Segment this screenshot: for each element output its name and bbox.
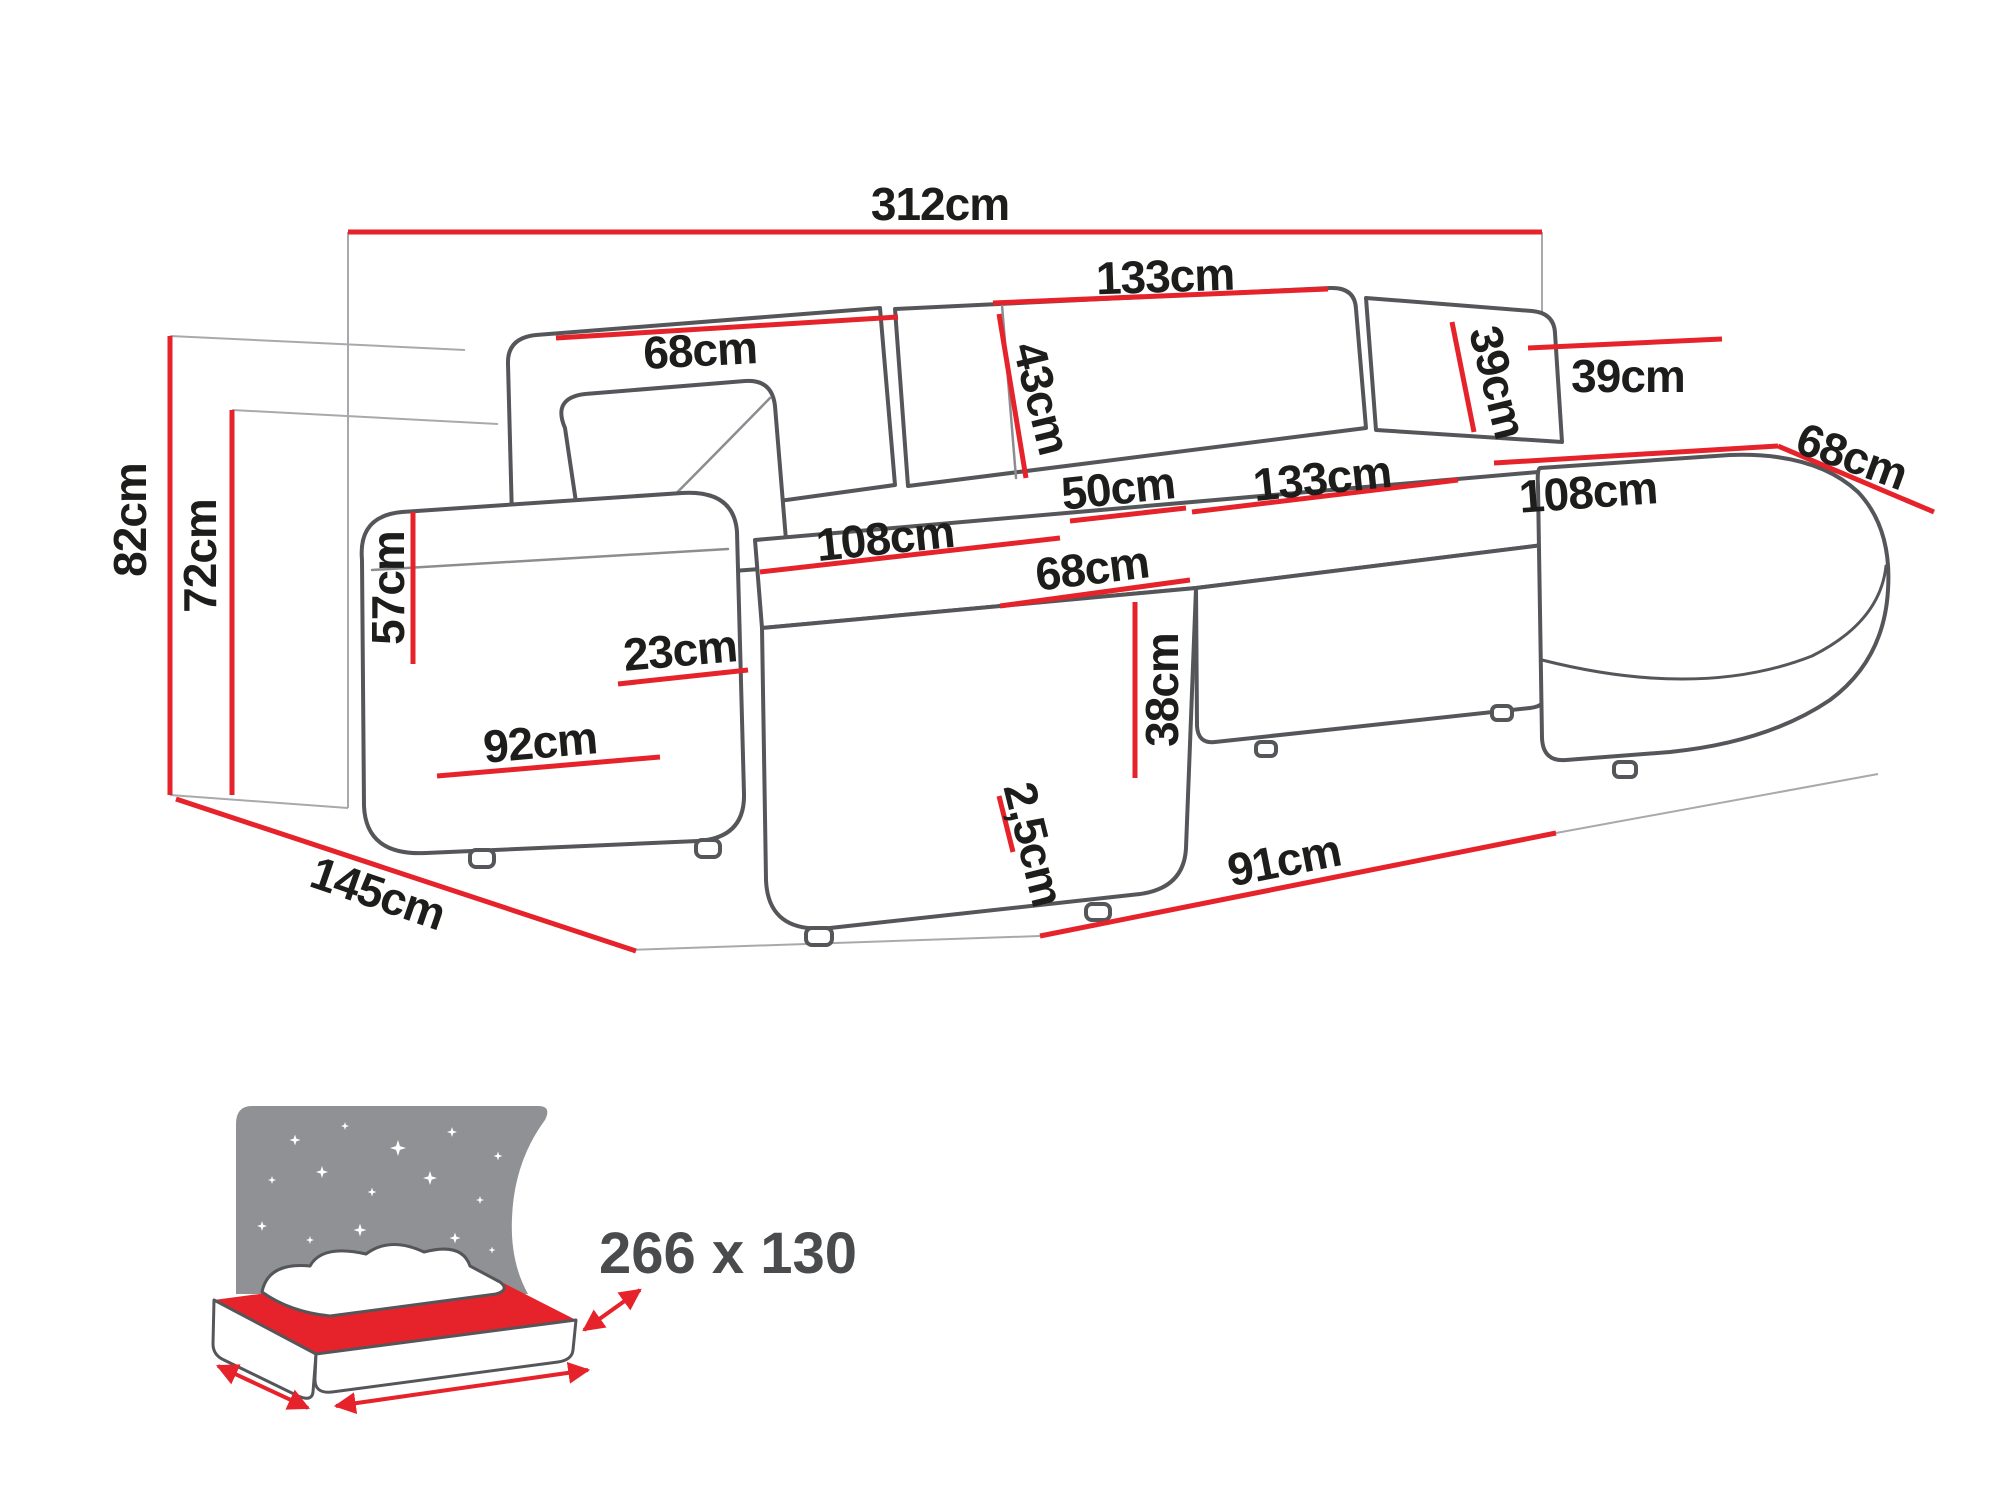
dim-right-back-width: 39cm	[1571, 350, 1686, 402]
dim-armrest-width: 23cm	[621, 619, 739, 681]
sofa-outline	[359, 285, 1891, 947]
construction-lines	[169, 232, 1879, 951]
dim-armrest-depth: 92cm	[481, 711, 599, 773]
dim-left-seat-width: 68cm	[1032, 535, 1152, 601]
right-chaise	[1535, 452, 1891, 763]
right-chaise-front-edge	[1540, 564, 1888, 681]
dim-seat-gap: 50cm	[1058, 456, 1178, 520]
armrest-top-edge	[370, 547, 730, 572]
bed-icon	[211, 1106, 642, 1415]
dim-total-width: 312cm	[870, 178, 1010, 230]
dim-back-left-width: 68cm	[641, 321, 759, 379]
dim-back-inner-height: 72cm	[174, 499, 226, 613]
dim-seat-height: 38cm	[1136, 633, 1188, 747]
left-chaise-front	[760, 586, 1198, 931]
bed-size-label: 266 x 130	[598, 1221, 858, 1286]
dim-right-seat-depth: 108cm	[1517, 461, 1659, 523]
dim-total-height: 82cm	[104, 463, 156, 577]
size-arrows	[216, 1288, 642, 1415]
headboard	[236, 1106, 548, 1294]
dim-back-center-width: 133cm	[1095, 247, 1235, 305]
dimension-lines	[167, 229, 1935, 954]
left-armrest	[359, 490, 747, 856]
dim-armrest-height: 57cm	[362, 531, 414, 645]
sofa-legs	[468, 704, 1638, 947]
bedding	[260, 1242, 506, 1318]
